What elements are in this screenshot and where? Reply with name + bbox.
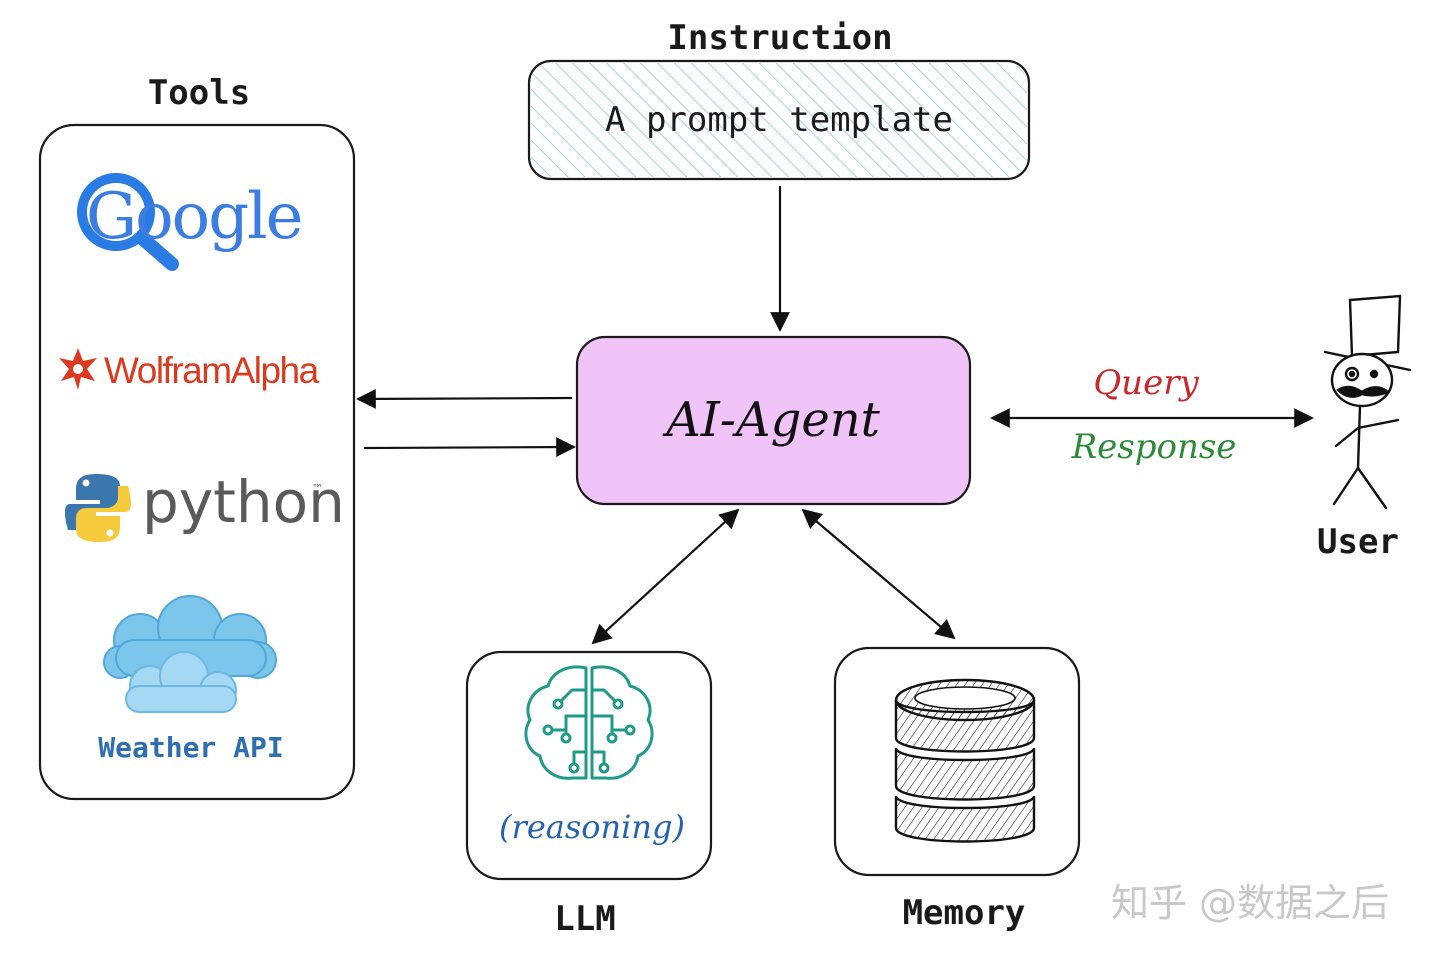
- prompt-template-label: A prompt template: [605, 100, 953, 140]
- database-icon: [894, 678, 1036, 843]
- instruction-box: A prompt template: [527, 59, 1031, 181]
- tools-title: Tools: [148, 73, 250, 113]
- llm-caption: (reasoning): [499, 808, 685, 846]
- response-label: Response: [1071, 427, 1237, 467]
- wolframalpha-wordmark: WolframAlpha: [104, 350, 320, 391]
- google-search-logo: Google: [77, 173, 304, 271]
- agent-to-tools-arrow: [356, 389, 573, 409]
- agent-memory-arrow: [801, 508, 956, 640]
- instruction-title: Instruction: [667, 18, 892, 58]
- wolframalpha-logo: WolframAlpha: [59, 348, 321, 391]
- memory-title: Memory: [903, 893, 1026, 933]
- ai-agent-box: [575, 335, 972, 506]
- weather-api-label: Weather API: [98, 731, 283, 764]
- cloud-icon: [103, 595, 277, 713]
- google-wordmark: Google: [86, 180, 302, 254]
- query-label: Query: [1093, 363, 1199, 403]
- python-wordmark: python: [142, 468, 345, 536]
- python-logo: python ™: [64, 468, 345, 542]
- ai-agent-label: AI-Agent: [662, 392, 881, 448]
- stick-figure-user-icon: [1323, 294, 1412, 510]
- llm-title: LLM: [554, 899, 615, 939]
- user-label: User: [1317, 522, 1399, 562]
- agent-llm-arrow: [591, 508, 740, 645]
- python-trademark: ™: [312, 482, 323, 495]
- wolfram-star-icon: [59, 348, 97, 390]
- python-snake-icon: [64, 474, 132, 542]
- brain-circuit-icon: [524, 665, 654, 780]
- tools-to-agent-arrow: [363, 437, 576, 457]
- watermark-text: 知乎 @数据之后: [1111, 881, 1389, 925]
